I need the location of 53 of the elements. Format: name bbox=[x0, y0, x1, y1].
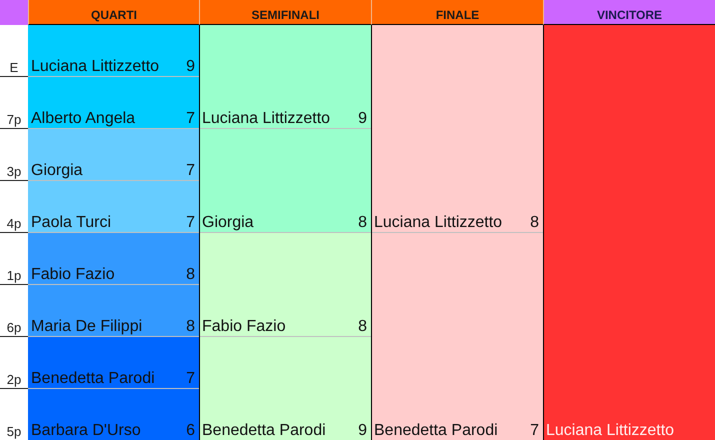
seed-label: E bbox=[8, 60, 20, 75]
column-title: FINALE bbox=[434, 8, 480, 22]
contestant-name: Benedetta Parodi bbox=[374, 422, 498, 440]
score: 7 bbox=[186, 214, 195, 232]
seed-label: 7p bbox=[6, 112, 22, 127]
score: 8 bbox=[530, 214, 539, 232]
match-block bbox=[28, 337, 199, 440]
column-title: SEMIFINALI bbox=[250, 8, 320, 22]
match-block bbox=[28, 129, 199, 233]
score: 7 bbox=[186, 162, 195, 180]
match-block bbox=[199, 233, 371, 440]
score: 8 bbox=[358, 318, 367, 336]
seed-label: 3p bbox=[6, 164, 22, 179]
column-title: QUARTI bbox=[90, 8, 138, 22]
seed-label: 6p bbox=[6, 320, 22, 335]
contestant-name: Giorgia bbox=[202, 214, 254, 232]
score: 9 bbox=[358, 422, 367, 440]
seed-label: 1p bbox=[6, 268, 22, 283]
contestant-name: Alberto Angela bbox=[31, 110, 136, 128]
seed-label: 4p bbox=[6, 216, 22, 231]
column-header-band bbox=[199, 0, 371, 25]
score: 7 bbox=[186, 370, 195, 388]
score: 8 bbox=[186, 266, 195, 284]
contestant-name: Benedetta Parodi bbox=[202, 422, 326, 440]
contestant-name: Luciana Littizzetto bbox=[374, 214, 502, 232]
winner-block bbox=[543, 25, 715, 440]
contestant-name: Luciana Littizzetto bbox=[31, 58, 160, 76]
match-block bbox=[28, 233, 199, 337]
score: 6 bbox=[186, 422, 195, 440]
contestant-name: Giorgia bbox=[31, 162, 83, 180]
score: 8 bbox=[186, 318, 195, 336]
winner-name: Luciana Littizzetto bbox=[546, 422, 674, 440]
match-block bbox=[199, 25, 371, 233]
contestant-name: Paola Turci bbox=[31, 214, 112, 232]
column-title: VINCITORE bbox=[596, 8, 664, 22]
match-block bbox=[371, 25, 543, 440]
score: 9 bbox=[358, 110, 367, 128]
score: 7 bbox=[186, 110, 195, 128]
contestant-name: Benedetta Parodi bbox=[31, 370, 155, 388]
score: 9 bbox=[186, 58, 195, 76]
seed-label: 2p bbox=[6, 372, 22, 387]
column-header-band bbox=[28, 0, 199, 25]
contestant-name: Luciana Littizzetto bbox=[202, 110, 330, 128]
match-block bbox=[28, 25, 199, 129]
score: 7 bbox=[530, 422, 539, 440]
contestant-name: Fabio Fazio bbox=[31, 266, 115, 284]
column-header-band bbox=[543, 0, 715, 25]
contestant-name: Fabio Fazio bbox=[202, 318, 286, 336]
column-header-band bbox=[371, 0, 543, 25]
contestant-name: Barbara D'Urso bbox=[31, 422, 141, 440]
seed-label: 5p bbox=[6, 424, 22, 439]
contestant-name: Maria De Filippi bbox=[31, 318, 142, 336]
score: 8 bbox=[358, 214, 367, 232]
